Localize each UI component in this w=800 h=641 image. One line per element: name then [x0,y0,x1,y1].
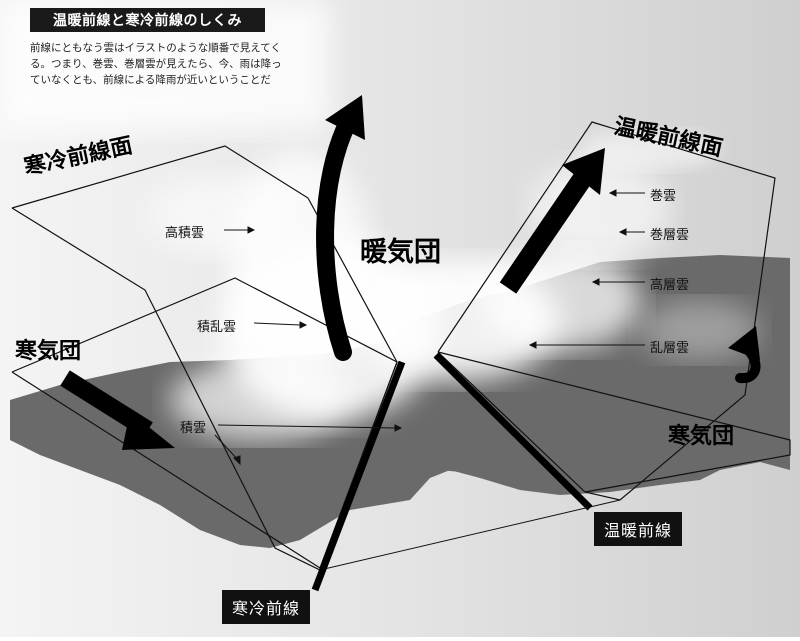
altostratus-label: 高層雲 [650,278,690,293]
cirrus-label: 巻雲 [650,189,677,204]
page-title: 温暖前線と寒冷前線のしくみ [30,8,265,32]
description-line-1: 前線にともなう雲はイラストのような順番で見えてく [30,42,281,54]
description: 前線にともなう雲はイラストのような順番で見えてく る。つまり、巻雲、巻層雲が見え… [30,40,300,88]
cold-air-mass-outline-right [437,351,791,493]
warm-front-arrow [499,148,605,294]
cold-air-mass-left-label: 寒気団 [15,339,82,364]
cold-air-mass-right-label: 寒気団 [668,424,735,449]
description-line-3: ていなくとも、前線による降雨が近いということだ [30,74,271,86]
cold-front-label: 寒冷前線 [222,590,311,624]
cold-air-mass-outline-left [11,277,398,569]
cloud-leaders [214,189,645,466]
cirrostratus-label: 巻層雲 [650,228,690,243]
land-island [350,480,405,503]
altocumulus-label: 高積雲 [165,226,205,241]
cumulonimbus-label: 積乱雲 [197,320,237,335]
warm-front-label: 温暖前線 [594,512,683,546]
nimbostratus-label: 乱層雲 [650,341,690,356]
cold-front-line [311,360,406,592]
warm-air-rising-arrow [316,95,365,361]
description-line-2: る。つまり、巻雲、巻層雲が見えたら、今、雨は降っ [30,58,282,70]
warm-front-line [433,352,593,511]
warm-air-mass-label: 暖気団 [360,237,441,268]
cold-air-curl-arrow [728,326,761,384]
cold-air-advance-arrow [60,370,175,450]
ground-plane-edge [319,499,621,571]
cumulus-label: 積雲 [180,421,207,436]
